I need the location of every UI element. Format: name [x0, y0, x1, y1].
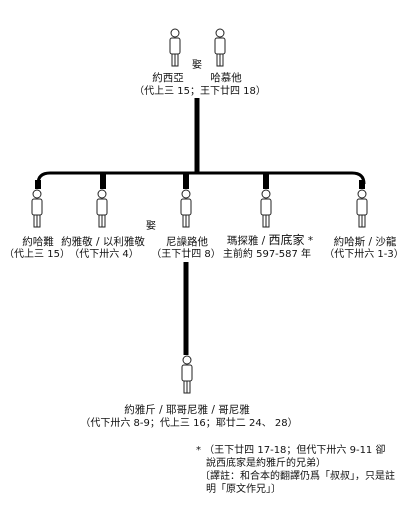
ref-child-2: （代下卅六 4）	[69, 249, 139, 260]
ref-grandchild: （代下卅六 8-9；代上三 16；耶廿二 24、 28）	[80, 418, 298, 429]
footnote-line-2: 說西底家是約雅斤的兄弟）	[206, 458, 326, 469]
person-icon-child-3	[180, 189, 192, 228]
person-icon-mother	[214, 28, 226, 67]
footnote-line-3: 〔譯註：和合本的翻譯仍爲「叔叔」，只是註	[200, 471, 395, 482]
name-child-3: 尼譟路他	[166, 236, 208, 248]
name-child-2: 約雅敬 / 以利雅敬	[61, 236, 145, 248]
name-child-5: 約哈斯 / 沙龍	[333, 236, 397, 248]
person-icon-father	[169, 28, 181, 67]
marriage-mark-top: 娶	[192, 60, 202, 71]
ref-child-5: （代下卅六 1-3）	[324, 249, 404, 260]
footnote-line-1: * （王下廿四 17-18；但代下卅六 9-11 卻	[196, 445, 386, 456]
name-child-4-c: *	[304, 235, 314, 247]
name-child-4-a: 瑪探雅 /	[226, 235, 269, 247]
name-wife: 哈慕他	[210, 72, 242, 84]
ref-child-1: （代上三 15）	[4, 249, 70, 260]
name-child-4-b: 西底家	[268, 233, 305, 247]
name-husband: 約西亞	[152, 72, 184, 84]
name-grandchild: 約雅斤 / 耶哥尼雅 / 哥尼雅	[124, 404, 250, 416]
marriage-mark-child-3: 娶	[146, 221, 156, 232]
footnote: * （王下廿四 17-18；但代下卅六 9-11 卻 說西底家是約雅斤的兄弟） …	[196, 444, 406, 496]
ref-child-3: （王下廿四 8）	[151, 249, 221, 260]
person-icon-grandchild	[181, 355, 193, 394]
name-child-1: 約哈難	[22, 236, 54, 248]
ref-child-4: 主前約 597-587 年	[222, 249, 312, 260]
name-child-4: 瑪探雅 / 西底家 *	[220, 234, 320, 247]
person-icon-child-4	[260, 189, 272, 228]
ref-parents: （代上三 15；王下廿四 18）	[134, 86, 266, 97]
sibling-bracket	[36, 171, 366, 185]
person-icon-child-2	[96, 189, 108, 228]
person-icon-child-5	[356, 189, 368, 228]
person-icon-child-1	[31, 189, 43, 228]
footnote-line-4: 明「原文作兄」〕	[206, 484, 281, 495]
